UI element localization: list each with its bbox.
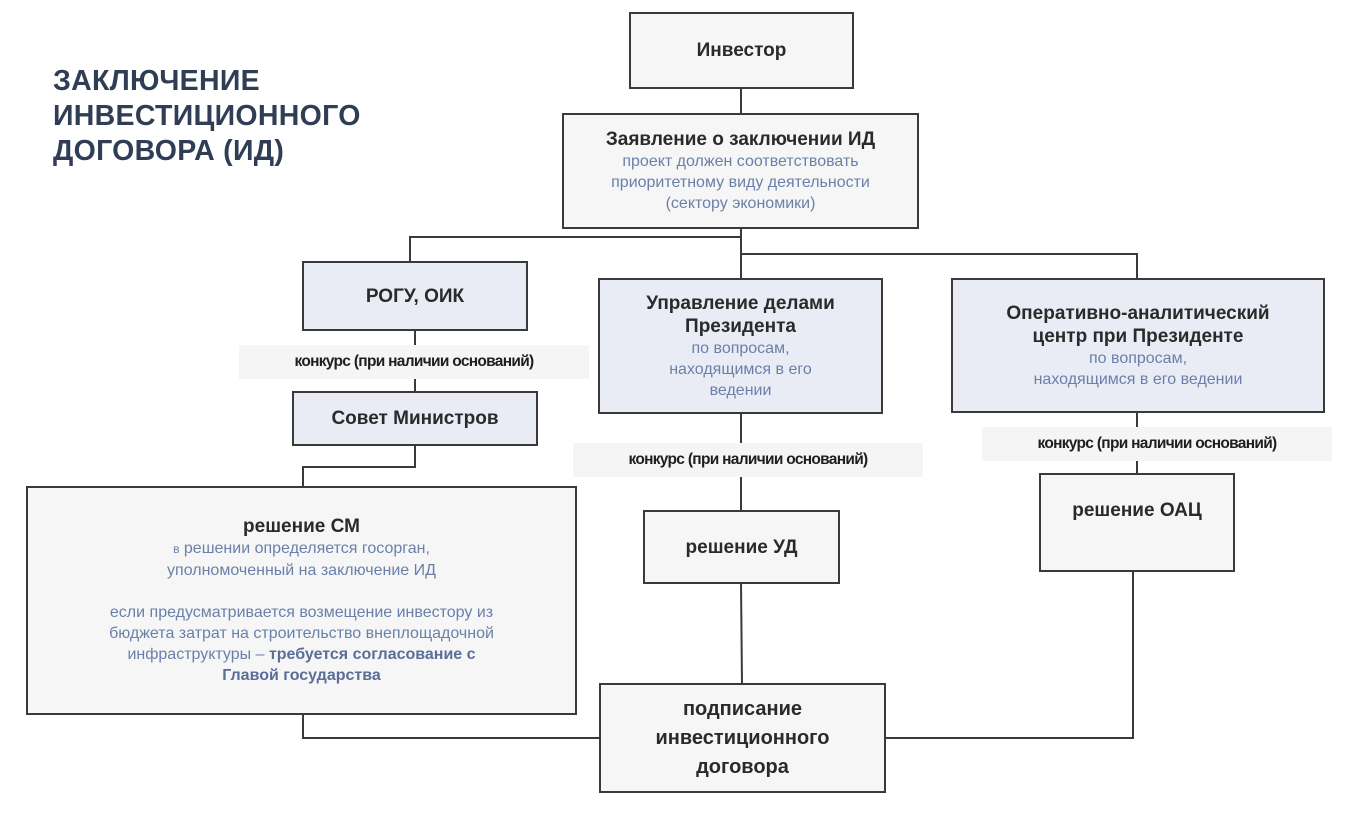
node-rogu: РОГУ, ОИК bbox=[302, 261, 528, 331]
node-subtext-emphasis: требуется согласование с bbox=[268, 646, 476, 663]
node-title: Инвестор bbox=[696, 40, 787, 61]
edge-label-right: конкурс (при наличии оснований) bbox=[982, 427, 1332, 461]
node-oac: Оперативно-аналитический центр при Прези… bbox=[951, 278, 1325, 413]
node-subtext: уполномоченный на заключение ИД bbox=[167, 562, 436, 579]
node-subtext: ведении bbox=[709, 381, 772, 399]
node-subtext: проект должен соответствовать bbox=[622, 153, 859, 170]
node-title: подписание bbox=[682, 697, 803, 720]
node-title: Президента bbox=[685, 315, 796, 337]
edge-label-middle: конкурс (при наличии оснований) bbox=[573, 443, 923, 477]
connector-application-rogu bbox=[409, 228, 742, 262]
node-cm-decision: решение СМ в решении определяется госорг… bbox=[26, 486, 577, 715]
node-council: Совет Министров bbox=[292, 391, 538, 446]
node-subtext: находящимся в его ведении bbox=[1033, 370, 1243, 388]
node-ud: Управление делами Президента по вопросам… bbox=[598, 278, 883, 414]
node-application: Заявление о заключении ИД проект должен … bbox=[562, 113, 919, 229]
connector-council-cmdecision bbox=[302, 445, 416, 487]
node-title: центр при Президенте bbox=[1032, 325, 1244, 347]
node-subtext-part: решении определяется госорган, bbox=[183, 540, 430, 557]
connector-application-oac bbox=[741, 253, 1138, 279]
node-subtext: приоритетному виду деятельности bbox=[611, 174, 870, 191]
node-subtext: по вопросам, bbox=[691, 339, 790, 357]
node-signing: подписание инвестиционного договора bbox=[599, 683, 886, 793]
node-subtext: бюджета затрат на строительство внеплоща… bbox=[109, 625, 494, 642]
node-subtext: если предусматривается возмещение инвест… bbox=[109, 604, 494, 621]
node-subtext: инфраструктуры – требуется согласование … bbox=[127, 644, 475, 665]
node-title: Управление делами bbox=[646, 292, 835, 314]
connector-oacdecision-signing bbox=[885, 571, 1134, 739]
node-subtext-prefix: в bbox=[173, 542, 180, 556]
connector-uddecision-signing bbox=[740, 582, 743, 685]
node-title: Заявление о заключении ИД bbox=[605, 129, 876, 150]
node-subtext: по вопросам, bbox=[1088, 349, 1188, 367]
node-title: инвестиционного bbox=[655, 726, 830, 749]
node-subtext-emphasis: Главой государства bbox=[222, 667, 381, 684]
node-oac-decision: решение ОАЦ bbox=[1039, 473, 1235, 572]
node-title: договора bbox=[696, 755, 789, 778]
node-subtext-part: инфраструктуры – bbox=[127, 646, 269, 663]
node-ud-decision: решение УД bbox=[643, 510, 840, 584]
page-title: ЗАКЛЮЧЕНИЕ ИНВЕСТИЦИОННОГО ДОГОВОРА (ИД) bbox=[53, 64, 361, 169]
edge-label-left: конкурс (при наличии оснований) bbox=[239, 345, 589, 379]
node-subtext: (сектору экономики) bbox=[665, 195, 816, 212]
node-subtext: в решении определяется госорган, bbox=[173, 538, 430, 560]
node-title: РОГУ, ОИК bbox=[365, 285, 465, 307]
node-subtext: находящимся в его bbox=[669, 360, 812, 378]
node-title: Оперативно-аналитический bbox=[1006, 302, 1270, 324]
connector-cmdecision-signing bbox=[302, 714, 600, 739]
node-title: Совет Министров bbox=[331, 408, 499, 429]
node-title: решение УД bbox=[685, 536, 798, 558]
node-title: решение СМ bbox=[243, 516, 360, 537]
title-line: ИНВЕСТИЦИОННОГО bbox=[53, 100, 361, 132]
title-line: ЗАКЛЮЧЕНИЕ bbox=[53, 65, 260, 97]
node-title: решение ОАЦ bbox=[1072, 500, 1202, 521]
node-investor: Инвестор bbox=[629, 12, 854, 89]
title-line: ДОГОВОРА (ИД) bbox=[53, 135, 285, 167]
